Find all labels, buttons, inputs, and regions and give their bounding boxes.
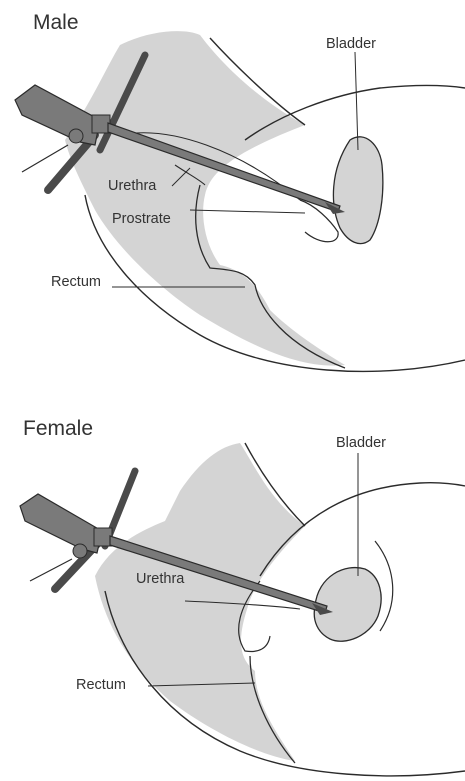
- male-bladder-shape: [333, 137, 382, 244]
- male-bladder-label: Bladder: [326, 37, 376, 52]
- male-urethra-label: Urethra: [108, 179, 156, 194]
- female-bladder-shape: [314, 568, 381, 642]
- female-heading: Female: [23, 418, 93, 439]
- male-heading: Male: [33, 12, 79, 33]
- male-bladder-leader: [355, 52, 358, 150]
- male-rectum-label: Rectum: [51, 275, 101, 290]
- female-rectum-label: Rectum: [76, 678, 126, 693]
- female-urethra-label: Urethra: [136, 572, 184, 587]
- male-panel: [0, 0, 465, 390]
- female-panel: [0, 391, 465, 781]
- male-prostate-label: Prostrate: [112, 212, 171, 227]
- female-bladder-label: Bladder: [336, 436, 386, 451]
- male-prostate-leader: [190, 210, 305, 213]
